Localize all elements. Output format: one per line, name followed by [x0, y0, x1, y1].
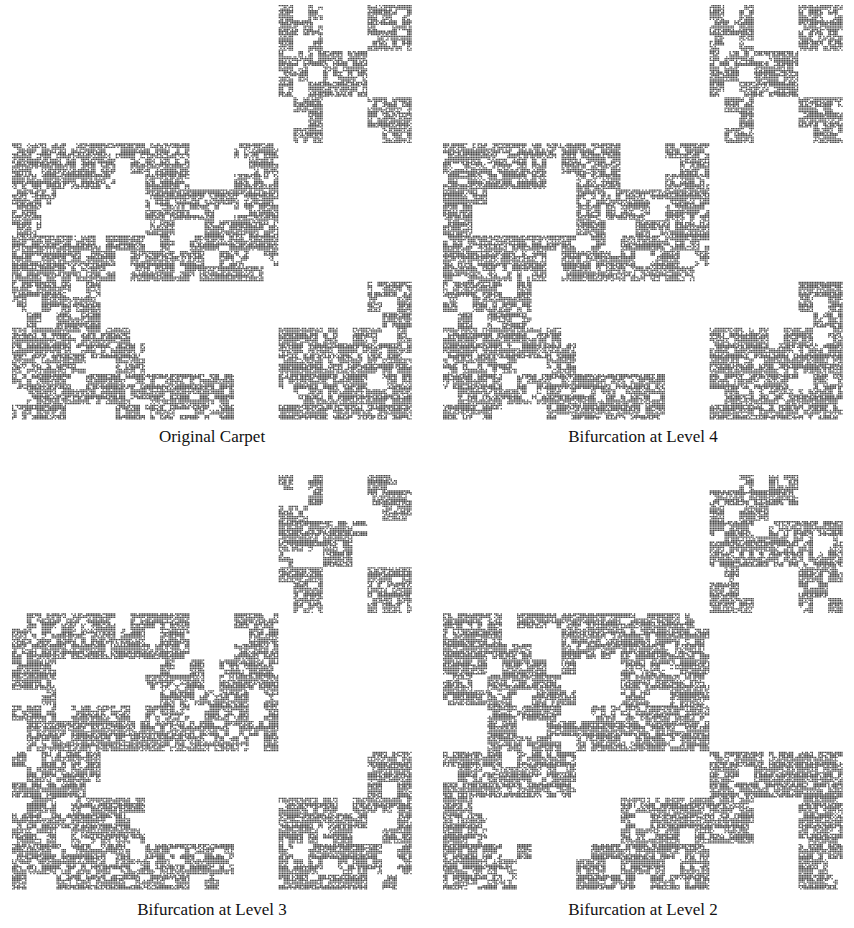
- figure-caption: Bifurcation at Level 3: [12, 900, 412, 920]
- fractal-carpet: [12, 475, 412, 890]
- figure-caption: Original Carpet: [12, 427, 412, 447]
- fractal-carpet: [443, 5, 843, 420]
- carpet-cells: [443, 475, 843, 890]
- fractal-carpet: [12, 5, 412, 420]
- carpet-cells: [12, 5, 412, 420]
- figure-caption: Bifurcation at Level 2: [443, 900, 843, 920]
- carpet-cells: [12, 475, 412, 890]
- fractal-carpet: [443, 475, 843, 890]
- carpet-cells: [443, 5, 843, 420]
- figure-caption: Bifurcation at Level 4: [443, 427, 843, 447]
